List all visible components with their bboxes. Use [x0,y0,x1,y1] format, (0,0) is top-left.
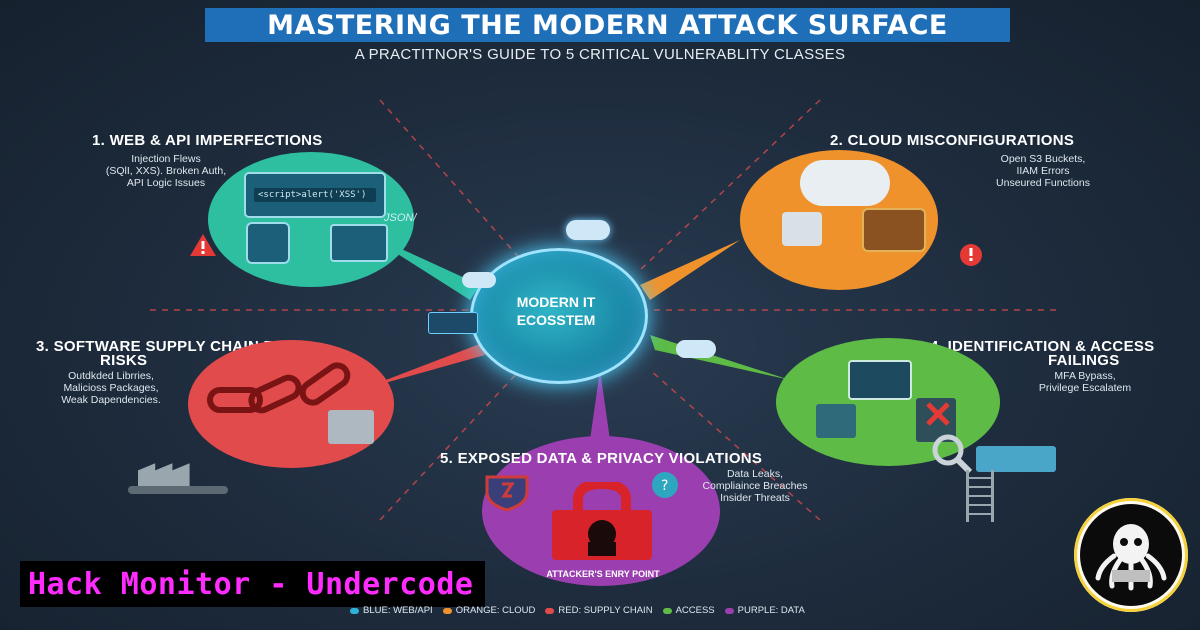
legend-swatch [545,607,555,614]
code-snippet: <script>alert('XSS') [254,188,376,202]
legend-item-data: PURPLE: DATA [724,605,805,616]
center-label: MODERN IT ECOSSTEM [516,294,596,328]
access-blob [776,338,1000,466]
legend-item-cloud: ORANGE: CLOUD [442,605,535,616]
legend-swatch [350,607,359,614]
alert-icon [960,244,982,266]
lock-screen-icon [330,224,388,262]
x-mark-icon [926,402,950,426]
small-cloud-icon [462,272,496,288]
screen-icon [816,404,856,438]
ladder-icon [966,470,994,522]
color-legend: BLUE: WEB/API ORANGE: CLOUD RED: SUPPLY … [350,605,805,616]
web-heading: 1. WEB & API IMPERFECTIONS [92,132,323,149]
package-boxes-icon [328,410,374,444]
server-stack-icon [976,446,1056,472]
warning-icon [190,234,216,256]
id-card-icon [848,360,912,400]
json-label: JSON/ [384,212,417,224]
bucket-icon [782,212,822,246]
page-title: MASTERING THE MODERN ATTACK SURFACE [267,9,948,41]
data-heading: 5. EXPOSED DATA & PRIVACY VIOLATIONS [440,450,763,467]
supply-details: Outdkded Librries, Malicioss Packages, W… [61,370,161,406]
access-details: MFA Bypass, Privilege Escalatem [1038,370,1132,394]
legend-item-supply: RED: SUPPLY CHAIN [545,605,653,616]
small-cloud-icon [676,340,716,358]
conveyor-icon [128,486,228,494]
access-heading-2: FAILINGS [1048,352,1120,369]
supply-heading-2: RISKS [100,352,148,369]
small-cloud-icon [566,220,610,240]
page-subtitle: A PRACTITNOR'S GUIDE TO 5 CRITICAL VULNE… [354,46,846,63]
legend-swatch [724,607,734,614]
cloud-gears-icon [800,160,890,206]
brand-banner: Hack Monitor - Undercode [20,561,485,607]
legend-item-web: BLUE: WEB/API [350,605,433,616]
octopus-figure [1095,524,1167,591]
cloud-details: Open S3 Buckets, IIAM Errors Unseured Fu… [996,153,1090,189]
entry-point-label: ATTACKER'S ENRY POINT [546,569,660,579]
title-banner: MASTERING THE MODERN ATTACK SURFACE [205,8,1010,42]
web-details: Injection Flews (SQlI, XXS). Broken Auth… [105,153,227,189]
globe-icon [470,248,648,384]
brand-text: Hack Monitor - Undercode [28,566,474,602]
person-question-icon: ? [652,472,678,498]
padlock-hacker-icon [552,482,652,560]
access-heading: 4. IDENTIFICATION & ACCESS [930,338,1155,355]
supply-blob [188,340,394,468]
database-icon [246,222,290,264]
server-card-icon [428,312,478,334]
magnifier-icon [932,434,973,475]
svg-text:?: ? [661,478,668,494]
legend-swatch [662,607,672,614]
legend-item-access: ACCESS [662,605,715,616]
shield-icon [485,475,529,512]
octopus-hacker-icon [1074,498,1188,612]
chain-icon [207,362,351,414]
legend-swatch [442,607,452,614]
data-details: Data Leaks, Compliaince Breaches Insider… [702,468,808,504]
treasure-chest-icon [862,208,926,252]
cloud-heading: 2. CLOUD MISCONFIGURATIONS [830,132,1075,149]
code-window-icon: <script>alert('XSS') [244,172,386,218]
